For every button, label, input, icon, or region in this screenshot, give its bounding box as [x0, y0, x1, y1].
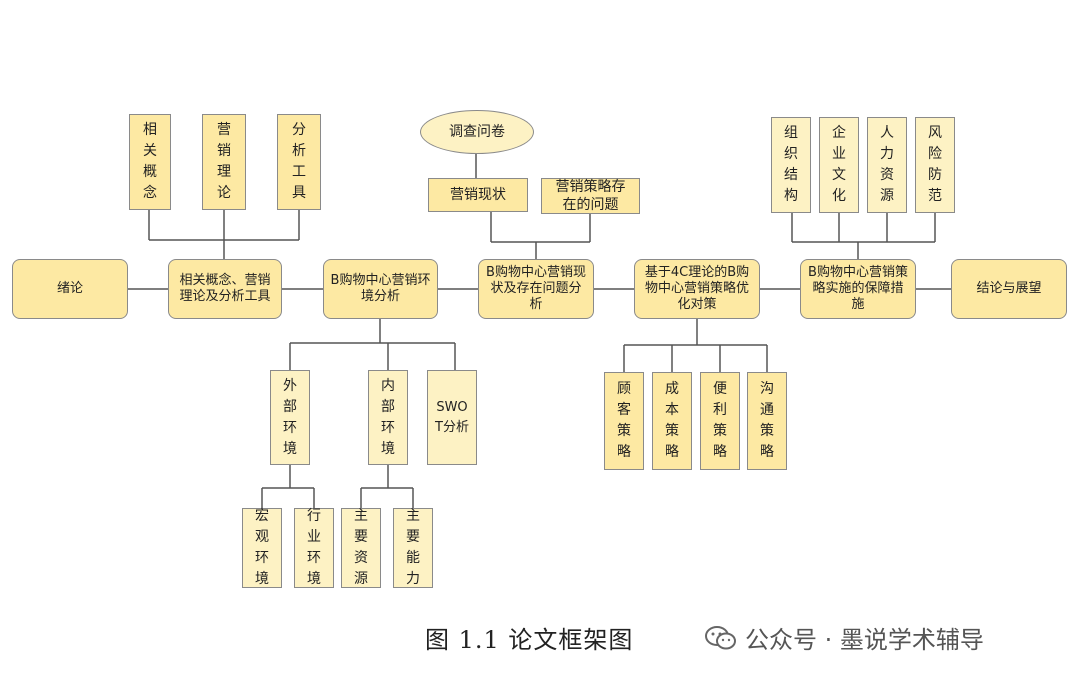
node-marketing-theory: 营销理论: [202, 114, 246, 210]
node-status-problems: B购物中心营销现状及存在问题分析: [478, 259, 594, 319]
node-external-env-label: 外部环境: [283, 377, 297, 457]
node-external-env: 外部环境: [270, 370, 310, 465]
node-marketing-status: 营销现状: [428, 178, 528, 212]
node-main-resources-label: 主要资源: [354, 508, 368, 587]
node-human-resources-label: 人力资源: [880, 125, 894, 204]
node-macro-env: 宏观环境: [242, 508, 282, 588]
node-cost-strategy-label: 成本策略: [665, 381, 679, 460]
node-strategy-problems-label: 营销策略存在的问题: [555, 179, 626, 213]
watermark-text: 公众号 · 墨说学术辅导: [745, 626, 984, 654]
node-convenience-strategy: 便利策略: [700, 372, 740, 470]
node-concepts: 相关概念: [129, 114, 171, 210]
node-introduction: 绪论: [12, 259, 128, 319]
node-industry-env-label: 行业环境: [307, 508, 321, 587]
node-corporate-culture: 企业文化: [819, 117, 859, 213]
node-guarantee: B购物中心营销策略实施的保障措施: [800, 259, 916, 319]
node-concepts-label: 相关概念: [143, 122, 157, 201]
wechat-icon: [705, 625, 736, 649]
node-theory-label: 相关概念、营销理论及分析工具: [179, 273, 271, 304]
node-environment-label: B购物中心营销环境分析: [330, 273, 431, 304]
node-risk-prevention: 风险防范: [915, 117, 955, 213]
node-main-resources: 主要资源: [341, 508, 381, 588]
node-internal-env: 内部环境: [368, 370, 408, 465]
node-swot: SWOT分析: [427, 370, 477, 465]
node-strategy-problems: 营销策略存在的问题: [541, 178, 640, 214]
node-macro-env-label: 宏观环境: [255, 508, 269, 587]
node-status-problems-label: B购物中心营销现状及存在问题分析: [486, 265, 586, 312]
node-internal-env-label: 内部环境: [381, 377, 395, 457]
node-strategy-label: 基于4C理论的B购物中心营销策略优化对策: [644, 265, 750, 312]
node-marketing-status-label: 营销现状: [450, 187, 506, 203]
node-communication-strategy-label: 沟通策略: [760, 381, 774, 460]
node-org-structure-label: 组织结构: [784, 125, 798, 204]
node-main-capabilities: 主要能力: [393, 508, 433, 588]
node-human-resources: 人力资源: [867, 117, 907, 213]
node-swot-label: SWOT分析: [435, 399, 469, 435]
node-customer-strategy: 顾客策略: [604, 372, 644, 470]
node-introduction-label: 绪论: [56, 281, 83, 296]
node-analysis-tools-label: 分析工具: [292, 122, 306, 201]
node-survey: 调查问卷: [420, 110, 534, 154]
node-survey-label: 调查问卷: [449, 124, 505, 140]
node-environment: B购物中心营销环境分析: [323, 259, 438, 319]
node-corporate-culture-label: 企业文化: [832, 125, 846, 204]
node-conclusion: 结论与展望: [951, 259, 1067, 319]
node-strategy: 基于4C理论的B购物中心营销策略优化对策: [634, 259, 760, 319]
node-conclusion-label: 结论与展望: [976, 281, 1042, 296]
node-industry-env: 行业环境: [294, 508, 334, 588]
node-communication-strategy: 沟通策略: [747, 372, 787, 470]
node-analysis-tools: 分析工具: [277, 114, 321, 210]
figure-caption: 图 1.1 论文框架图: [425, 626, 634, 654]
node-guarantee-label: B购物中心营销策略实施的保障措施: [808, 265, 908, 312]
node-convenience-strategy-label: 便利策略: [713, 381, 727, 460]
watermark: 公众号 · 墨说学术辅导: [705, 620, 984, 655]
node-cost-strategy: 成本策略: [652, 372, 692, 470]
node-risk-prevention-label: 风险防范: [928, 125, 942, 204]
node-customer-strategy-label: 顾客策略: [617, 381, 631, 460]
node-org-structure: 组织结构: [771, 117, 811, 213]
node-main-capabilities-label: 主要能力: [406, 508, 420, 587]
node-marketing-theory-label: 营销理论: [217, 122, 231, 201]
node-theory: 相关概念、营销理论及分析工具: [168, 259, 282, 319]
